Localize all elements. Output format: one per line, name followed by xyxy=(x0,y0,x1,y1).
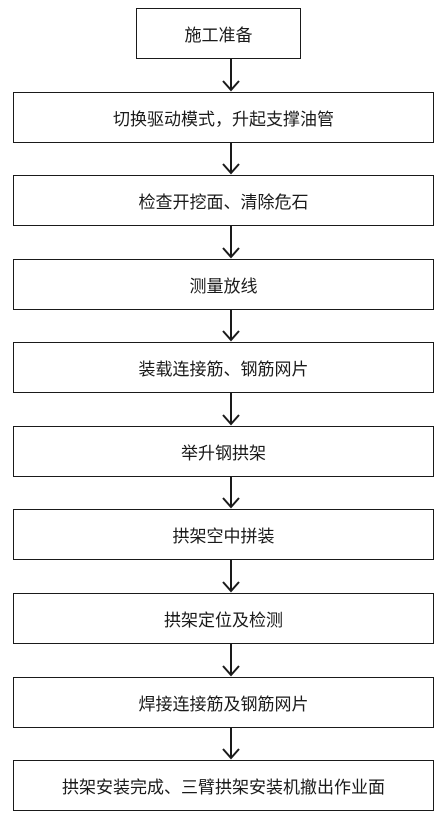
step-9-box: 焊接连接筋及钢筋网片 xyxy=(13,677,434,728)
arrow-3 xyxy=(0,226,447,259)
step-4-box: 测量放线 xyxy=(13,259,434,310)
step-7-box: 拱架空中拼装 xyxy=(13,509,434,560)
step-2-label: 切换驱动模式，升起支撑油管 xyxy=(113,110,334,130)
step-8-label: 拱架定位及检测 xyxy=(164,611,283,631)
step-4-label: 测量放线 xyxy=(189,277,258,297)
step-10-label: 拱架安装完成、三臂拱架安装机撤出作业面 xyxy=(62,778,385,798)
step-1-box: 施工准备 xyxy=(136,8,301,59)
arrow-4 xyxy=(0,310,447,342)
step-6-label: 举升钢拱架 xyxy=(181,444,266,464)
step-10-box: 拱架安装完成、三臂拱架安装机撤出作业面 xyxy=(13,760,434,811)
arrow-8 xyxy=(0,644,447,677)
step-1-label: 施工准备 xyxy=(184,26,253,46)
step-5-box: 装载连接筋、钢筋网片 xyxy=(13,342,434,393)
arrow-5 xyxy=(0,393,447,426)
arrow-7 xyxy=(0,560,447,593)
arrow-6 xyxy=(0,477,447,509)
step-7-label: 拱架空中拼装 xyxy=(172,527,275,547)
step-9-label: 焊接连接筋及钢筋网片 xyxy=(138,695,309,715)
arrow-1 xyxy=(0,59,447,92)
step-2-box: 切换驱动模式，升起支撑油管 xyxy=(13,92,434,143)
step-8-box: 拱架定位及检测 xyxy=(13,593,434,644)
arrow-2 xyxy=(0,143,447,175)
step-5-label: 装载连接筋、钢筋网片 xyxy=(138,360,309,380)
step-3-box: 检查开挖面、清除危石 xyxy=(13,175,434,226)
step-3-label: 检查开挖面、清除危石 xyxy=(138,193,309,213)
step-6-box: 举升钢拱架 xyxy=(13,426,434,477)
arrow-9 xyxy=(0,728,447,760)
